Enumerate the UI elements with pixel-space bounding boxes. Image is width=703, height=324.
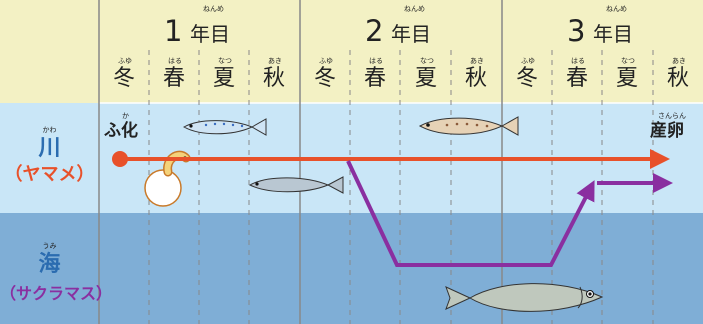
season-ruby: はる: [369, 57, 383, 65]
season-ruby: ふゆ: [521, 57, 535, 65]
season-ruby: あき: [672, 57, 686, 65]
season-ruby: あき: [268, 57, 282, 65]
season-spring: 春: [163, 66, 186, 91]
river-label: 川: [38, 136, 61, 161]
year-2-ruby: ねんめ: [404, 5, 425, 13]
yamame-fish-icon: [418, 116, 519, 136]
season-autumn: 秋: [465, 66, 488, 91]
year-2-suffix: 年目: [391, 22, 431, 46]
year-1-suffix: 年目: [190, 22, 230, 46]
hatch-label: ふ化: [104, 121, 138, 141]
egg-icon: [144, 150, 191, 207]
season-autumn: 秋: [667, 66, 690, 91]
hatch-ruby: か: [122, 112, 129, 120]
year-2-number: 2: [365, 14, 384, 48]
sea-label: 海: [38, 252, 61, 277]
season-ruby: なつ: [218, 57, 232, 65]
season-spring: 春: [364, 66, 387, 91]
season-ruby: ふゆ: [319, 57, 333, 65]
year-3-suffix: 年目: [593, 22, 633, 46]
season-spring: 春: [566, 66, 589, 91]
river-fish-name: （ヤマメ）: [4, 164, 95, 185]
season-ruby: はる: [571, 57, 585, 65]
season-ruby: はる: [168, 57, 182, 65]
year-1-number: 1: [164, 14, 183, 48]
season-summer: 夏: [213, 66, 236, 91]
season-ruby: なつ: [621, 57, 635, 65]
sea-migration-arrow: [346, 160, 595, 267]
spawn-ruby: さんらん: [658, 112, 686, 120]
river-ruby: かわ: [42, 126, 57, 134]
season-ruby: なつ: [420, 57, 434, 65]
season-ruby: ふゆ: [118, 57, 132, 65]
season-autumn: 秋: [263, 66, 286, 91]
season-winter: 冬: [113, 66, 136, 91]
season-ruby: あき: [470, 57, 484, 65]
year-1-ruby: ねんめ: [203, 5, 224, 13]
year-3-number: 3: [567, 14, 586, 48]
season-summer: 夏: [616, 66, 639, 91]
season-winter: 冬: [516, 66, 539, 91]
season-summer: 夏: [415, 66, 438, 91]
season-winter: 冬: [314, 66, 337, 91]
season-dividers: [148, 50, 654, 324]
sea-ruby: うみ: [42, 242, 57, 250]
juvenile-fish-icon: [182, 118, 267, 136]
timeline-header: [0, 0, 703, 103]
sakuramasu-fish-icon: [445, 283, 604, 312]
sea-zone: [0, 213, 703, 324]
smolt-fish-icon: [248, 176, 344, 194]
spawn-label: 産卵: [650, 121, 684, 141]
hatch-point: [112, 151, 128, 167]
sea-fish-name: （サクラマス）: [0, 284, 113, 303]
year-3-ruby: ねんめ: [606, 5, 627, 13]
